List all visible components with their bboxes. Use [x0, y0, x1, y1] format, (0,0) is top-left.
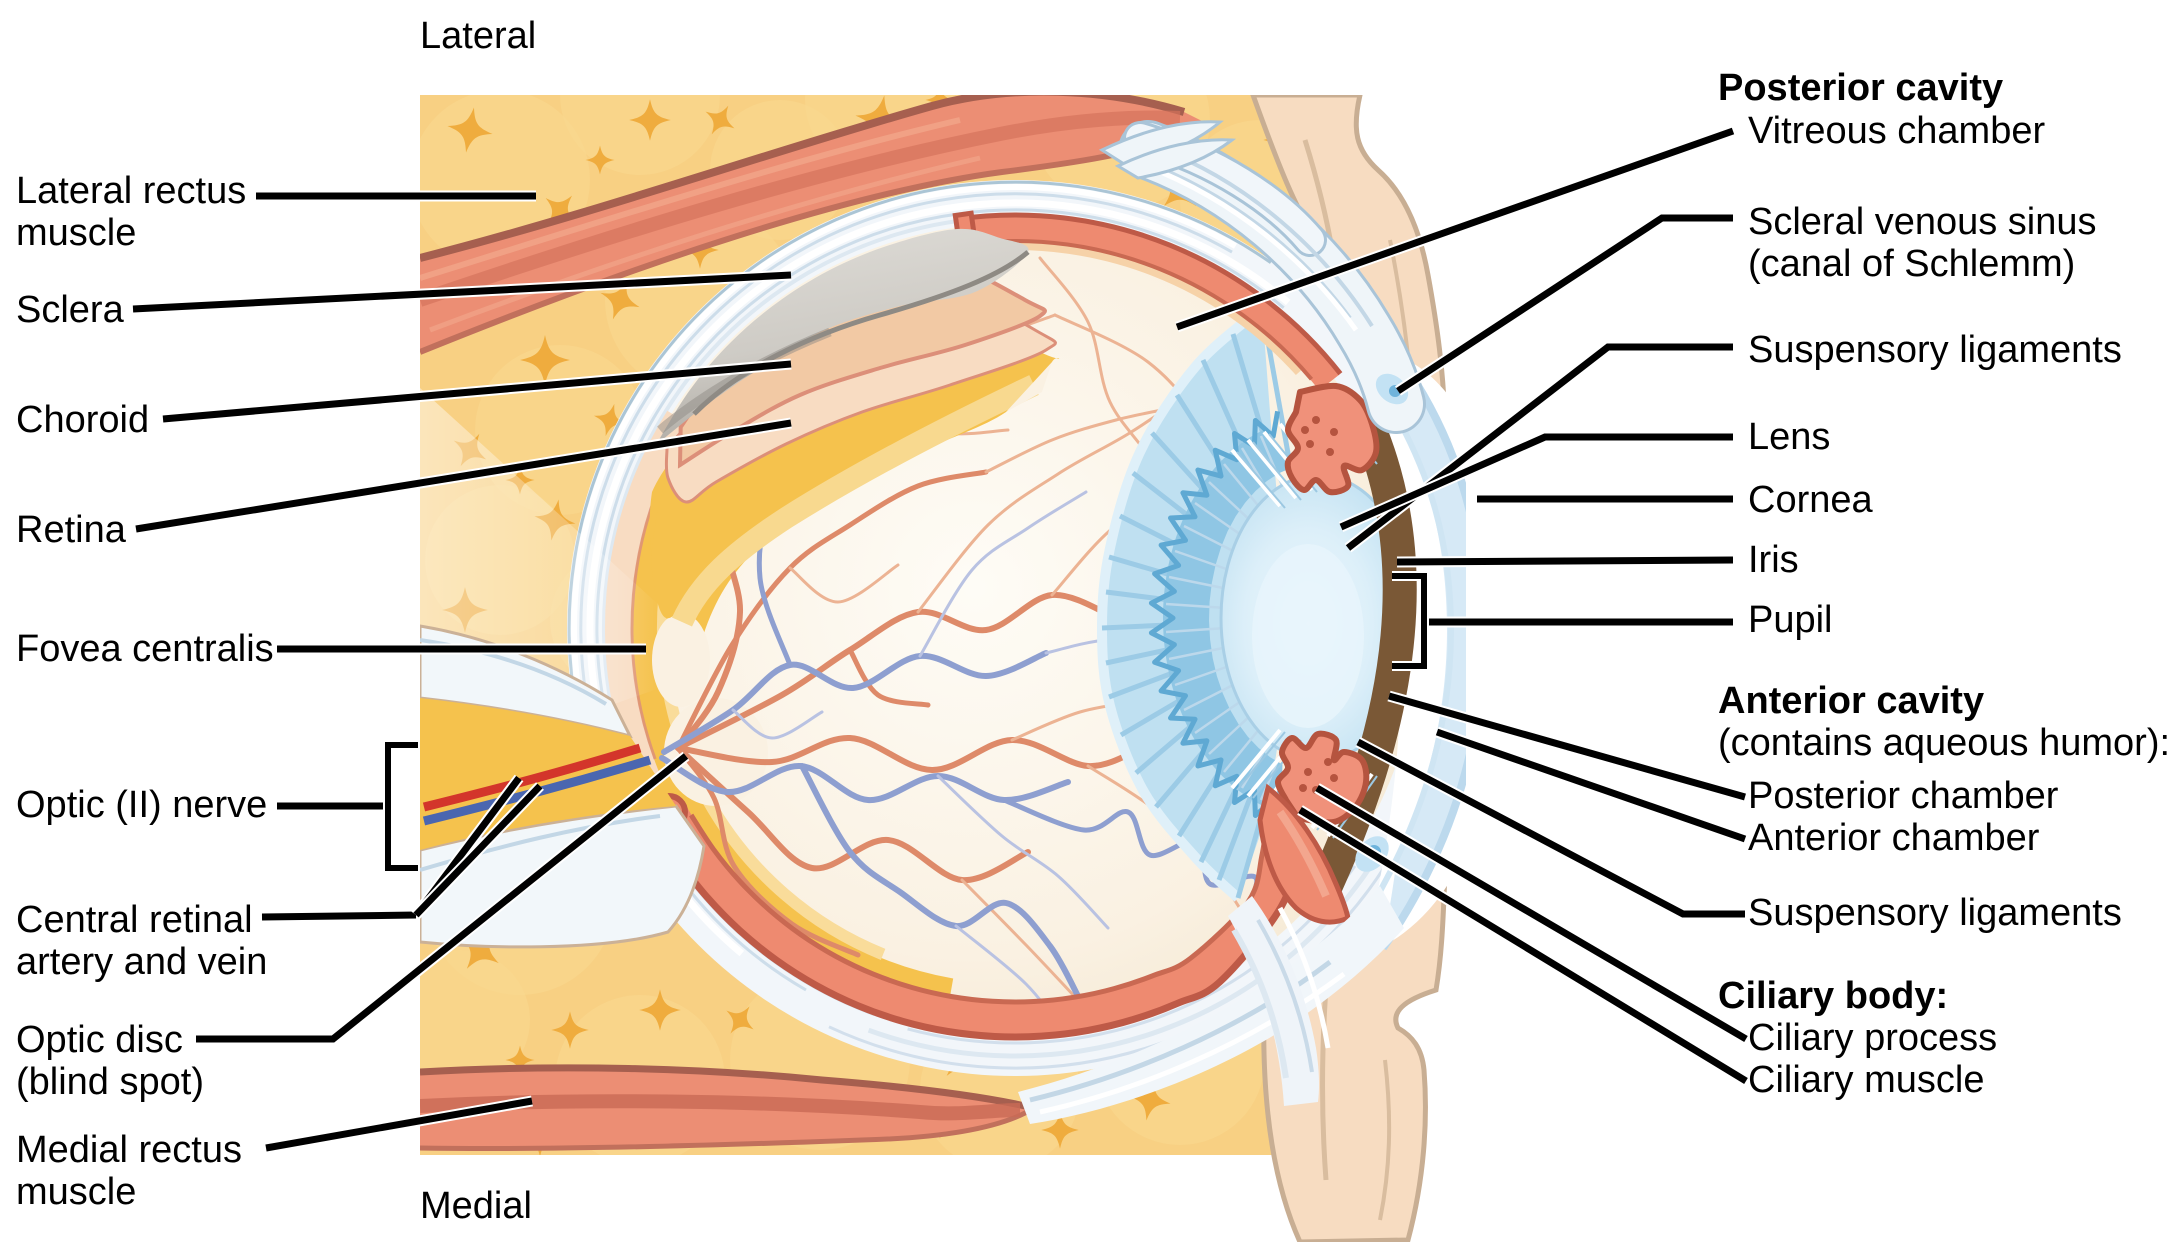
svg-text:Sclera: Sclera — [16, 289, 125, 331]
svg-text:Ciliary muscle: Ciliary muscle — [1748, 1059, 1984, 1101]
svg-text:Anterior chamber: Anterior chamber — [1748, 817, 2040, 859]
svg-text:Posterior cavity: Posterior cavity — [1718, 67, 2003, 109]
svg-text:artery and vein: artery and vein — [16, 941, 267, 983]
svg-text:Vitreous chamber: Vitreous chamber — [1748, 110, 2045, 152]
svg-text:Lateral: Lateral — [420, 15, 536, 57]
svg-text:Scleral venous sinus: Scleral venous sinus — [1748, 201, 2097, 243]
svg-text:Optic disc: Optic disc — [16, 1019, 183, 1061]
svg-text:(blind spot): (blind spot) — [16, 1061, 204, 1103]
svg-text:Fovea centralis: Fovea centralis — [16, 628, 274, 670]
svg-text:Ciliary process: Ciliary process — [1748, 1017, 1997, 1059]
svg-text:(canal of Schlemm): (canal of Schlemm) — [1748, 243, 2075, 285]
svg-text:Anterior cavity: Anterior cavity — [1718, 680, 1984, 722]
svg-text:Choroid: Choroid — [16, 399, 149, 441]
svg-text:Posterior chamber: Posterior chamber — [1748, 775, 2059, 817]
svg-text:Cornea: Cornea — [1748, 479, 1873, 521]
svg-text:Pupil: Pupil — [1748, 599, 1833, 641]
svg-text:muscle: muscle — [16, 212, 136, 254]
svg-text:muscle: muscle — [16, 1171, 136, 1213]
svg-text:Iris: Iris — [1748, 539, 1799, 581]
svg-text:Suspensory ligaments: Suspensory ligaments — [1748, 892, 2122, 934]
svg-text:Medial rectus: Medial rectus — [16, 1129, 242, 1171]
svg-text:Lens: Lens — [1748, 416, 1830, 458]
svg-text:Medial: Medial — [420, 1185, 532, 1227]
svg-text:Optic (II) nerve: Optic (II) nerve — [16, 784, 267, 826]
svg-text:Retina: Retina — [16, 509, 127, 551]
svg-text:(contains aqueous humor):: (contains aqueous humor): — [1718, 722, 2170, 764]
svg-text:Suspensory ligaments: Suspensory ligaments — [1748, 329, 2122, 371]
svg-text:Central retinal: Central retinal — [16, 899, 253, 941]
svg-text:Lateral rectus: Lateral rectus — [16, 170, 246, 212]
svg-text:Ciliary body:: Ciliary body: — [1718, 975, 1948, 1017]
